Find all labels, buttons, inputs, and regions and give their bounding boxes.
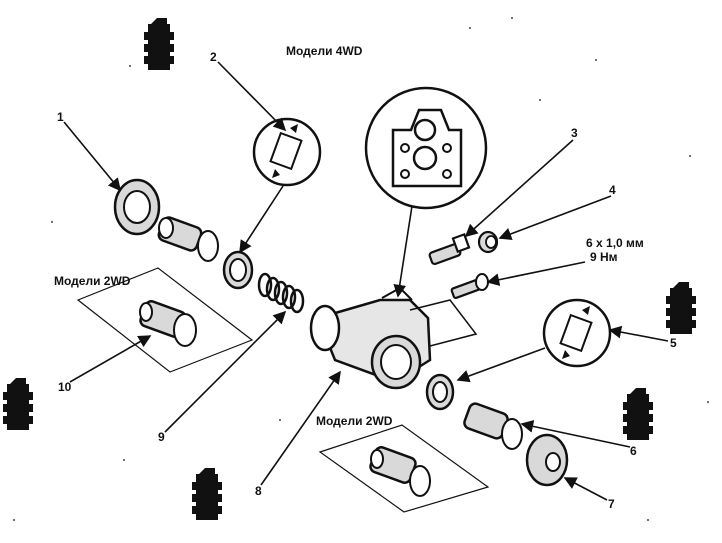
part-piston-2wd <box>369 446 431 497</box>
mounting-face-detail-icon <box>364 86 488 210</box>
inset-panel-2wd-left <box>76 267 254 373</box>
callout-8: 8 <box>255 484 262 498</box>
part-cup-seal <box>425 373 455 411</box>
part-piston <box>157 216 219 262</box>
seal-direction-icon <box>252 117 322 187</box>
caption-models-2wd-bottom: Модели 2WD <box>316 414 393 428</box>
callout-7: 7 <box>608 497 615 511</box>
callout-3: 3 <box>571 126 578 140</box>
part-bleeder-screw <box>428 232 471 266</box>
part-cup-seal <box>222 250 254 290</box>
part-dust-boot <box>525 433 569 487</box>
part-piston <box>463 402 523 450</box>
callout-6: 6 <box>630 444 637 458</box>
brake-fluid-bottle-icon <box>623 388 653 440</box>
caption-models-2wd-left: Модели 2WD <box>54 274 131 288</box>
callout-4: 4 <box>609 183 616 197</box>
callout-9: 9 <box>158 430 165 444</box>
part-wheel-cylinder <box>309 286 478 390</box>
scan-noise <box>13 17 709 521</box>
part-bleeder-cap <box>477 230 499 254</box>
callout-10: 10 <box>58 380 72 394</box>
torque-spec: 9 Нм <box>590 250 618 264</box>
brake-fluid-bottle-icon <box>3 378 33 430</box>
brake-fluid-bottle-icon <box>144 18 174 70</box>
inset-panel-2wd-bottom <box>318 424 490 513</box>
seal-direction-icon <box>542 298 612 368</box>
callout-1: 1 <box>57 110 64 124</box>
caption-models-4wd: Модели 4WD <box>286 44 363 58</box>
part-spring <box>257 272 305 314</box>
brake-fluid-bottle-icon <box>666 282 696 334</box>
brake-fluid-bottle-icon <box>192 468 222 520</box>
part-mounting-bolt <box>450 273 489 300</box>
callout-5: 5 <box>670 336 677 350</box>
part-dust-boot <box>113 178 161 236</box>
leader-lines <box>63 61 669 501</box>
callout-2: 2 <box>210 50 217 64</box>
part-piston-2wd <box>139 300 197 347</box>
thread-spec: 6 x 1,0 мм <box>586 236 644 250</box>
